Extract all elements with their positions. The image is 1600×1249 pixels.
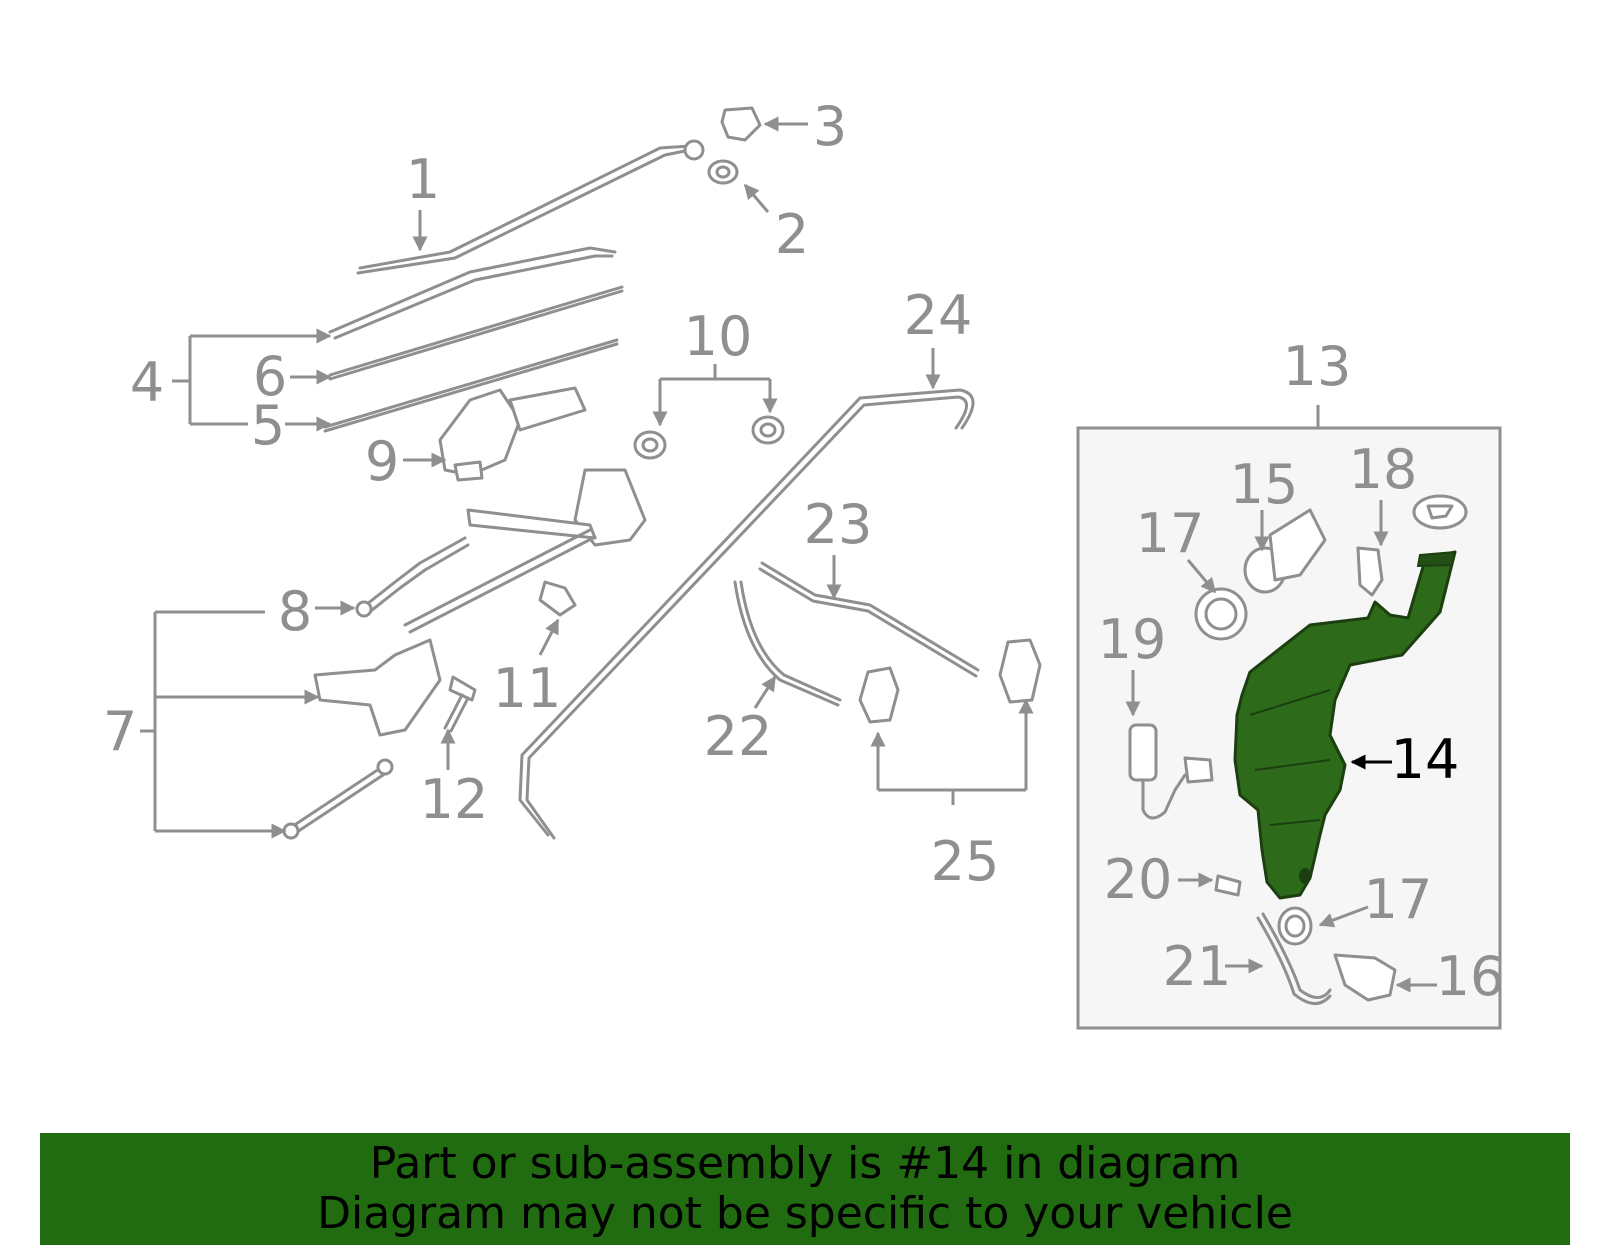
callout-17-upper: 17 (1136, 502, 1205, 565)
plug-part-20 (1214, 874, 1242, 897)
callout-17-lower: 17 (1364, 868, 1433, 931)
banner-line-part-number: Part or sub-assembly is #14 in diagram (369, 1138, 1241, 1189)
callout-12: 12 (420, 768, 489, 831)
linkage-part-7 (282, 468, 647, 840)
washer-nozzles-part-25 (858, 638, 1042, 724)
cap-part-3 (720, 106, 762, 142)
callout-21: 21 (1163, 935, 1232, 998)
grommets-part-10 (633, 415, 785, 460)
nut-part-2 (707, 159, 739, 185)
callout-7: 7 (103, 700, 137, 763)
reservoir-cap (1412, 494, 1468, 530)
callout-23: 23 (804, 493, 873, 556)
washer-hose-part-23 (758, 561, 980, 678)
leader-lines (140, 116, 1437, 993)
banner-line-disclaimer: Diagram may not be specific to your vehi… (317, 1188, 1293, 1239)
callout-14: 14 (1391, 728, 1460, 791)
seal-part-17 (1194, 587, 1313, 946)
pump-part-16 (1333, 953, 1397, 1002)
info-banner: Part or sub-assembly is #14 in diagram D… (40, 1133, 1570, 1245)
tube-part-21 (1256, 912, 1332, 1005)
screw-part-11 (538, 580, 577, 617)
callout-6: 6 (253, 345, 287, 408)
wiper-arm-part-1 (356, 139, 705, 275)
callout-8: 8 (278, 580, 312, 643)
callout-20: 20 (1104, 848, 1173, 911)
callout-1: 1 (406, 148, 440, 211)
link-rod-part-8 (355, 536, 470, 618)
wiper-motor-part-9 (438, 386, 587, 482)
washer-reservoir-part-14 (1233, 550, 1457, 900)
callout-2: 2 (775, 203, 809, 266)
callout-15: 15 (1230, 453, 1299, 516)
blade-refill-part-5 (323, 338, 619, 433)
callout-9: 9 (365, 430, 399, 493)
clip-part-18 (1356, 546, 1384, 597)
callout-labels: 1 2 3 4 5 6 7 8 9 10 11 12 13 14 15 16 1… (103, 95, 1505, 1008)
callout-11: 11 (493, 657, 562, 720)
washer-pump-part-15 (1243, 508, 1327, 594)
callout-18: 18 (1349, 438, 1418, 501)
washer-hose-part-22 (733, 580, 842, 707)
callout-10: 10 (684, 305, 753, 368)
callout-4: 4 (130, 351, 164, 414)
callout-25: 25 (931, 830, 1000, 893)
bolt-part-12 (443, 675, 477, 733)
level-sensor-part-19 (1128, 723, 1214, 820)
wiper-blade-part-4 (328, 246, 617, 340)
washer-hose-part-24 (518, 388, 975, 840)
callout-13: 13 (1283, 335, 1352, 398)
callout-3: 3 (813, 95, 847, 158)
callout-19: 19 (1098, 608, 1167, 671)
callout-5: 5 (251, 394, 285, 457)
blade-refill-part-6 (328, 285, 624, 381)
callout-22: 22 (704, 705, 773, 768)
callout-24: 24 (904, 284, 973, 347)
callout-16: 16 (1436, 945, 1505, 1008)
